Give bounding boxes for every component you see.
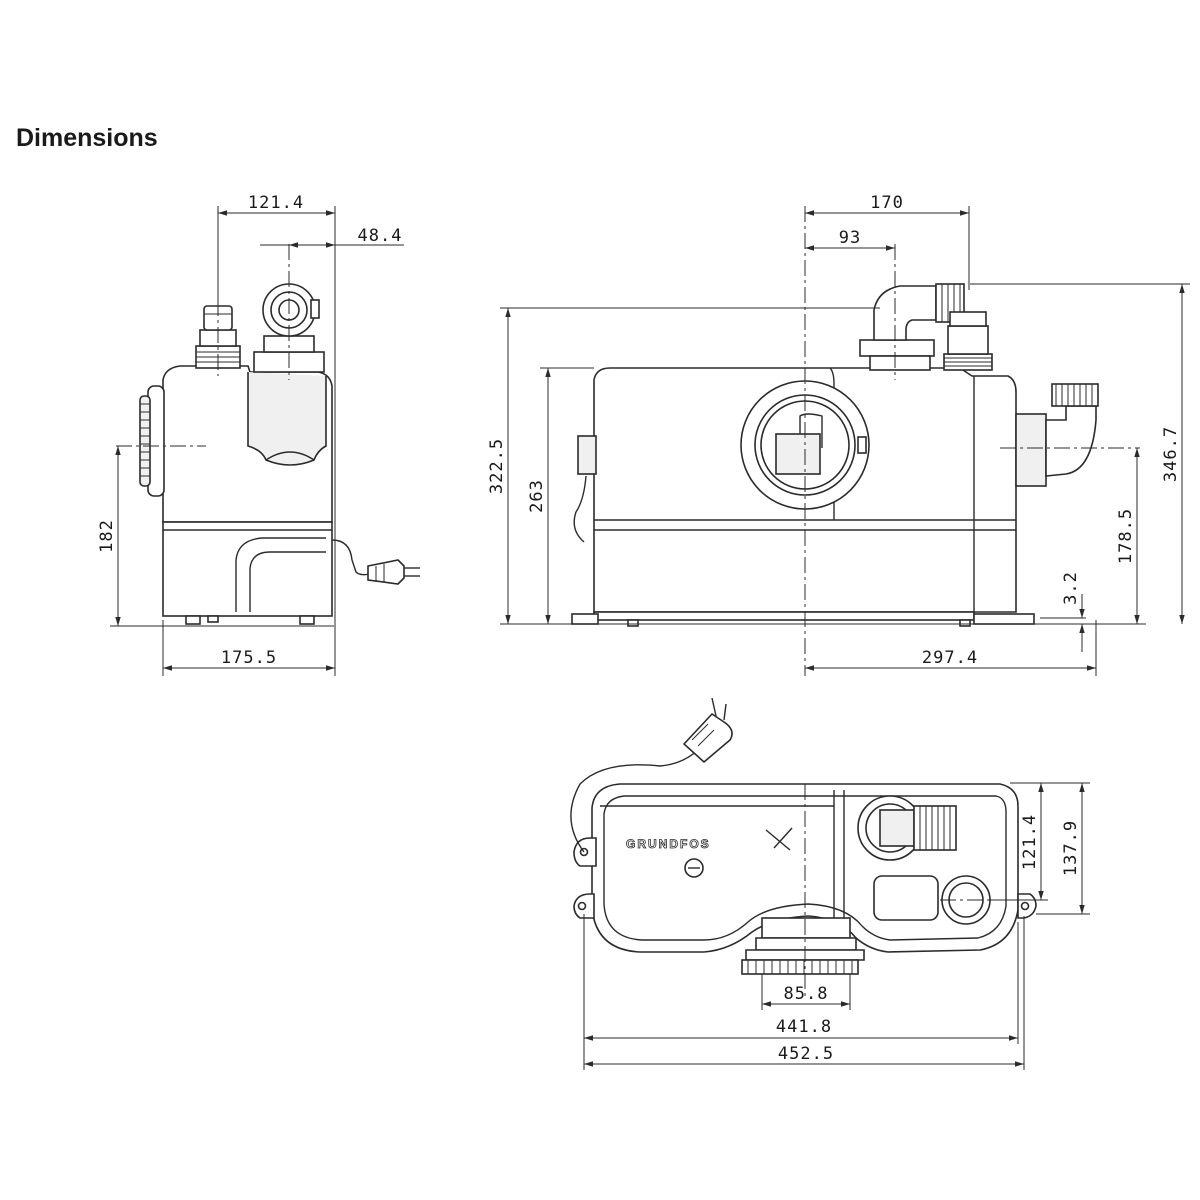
top-view-fixing-hole-left <box>577 901 587 911</box>
dim-side-width-top: 121.4 <box>248 193 304 213</box>
top-view-power-plug <box>682 712 733 764</box>
dim-front-body-height: 263 <box>527 479 547 513</box>
dim-front-inlet-height-right: 178.5 <box>1116 508 1136 564</box>
dim-top-total-length: 452.5 <box>778 1044 834 1064</box>
top-view: GRUNDFOS <box>570 697 1090 1070</box>
side-view-base <box>162 521 333 617</box>
top-view-rect-port <box>873 875 939 921</box>
dim-top-fixing-distance: 441.8 <box>776 1017 832 1037</box>
dim-front-total-height-left: 322.5 <box>487 438 507 494</box>
brand-logo-mark-icon <box>765 827 793 851</box>
dim-front-half-length: 297.4 <box>922 648 978 668</box>
dim-front-foot-height: 3.2 <box>1061 571 1081 605</box>
dim-top-depth-inner: 121.4 <box>1020 814 1040 870</box>
page-title: Dimensions <box>16 124 158 152</box>
dim-front-outlet-height-right: 346.7 <box>1161 426 1181 482</box>
front-view-outlet-elbow <box>873 285 937 341</box>
dim-top-inlet-diameter: 85.8 <box>784 984 829 1004</box>
front-view-outlet-base <box>859 339 935 357</box>
top-view-fixing-hole-right <box>1020 901 1030 911</box>
dim-side-outlet-offset: 48.4 <box>358 226 403 246</box>
top-view-power-cable <box>570 747 701 853</box>
side-view: 121.4 48.4 182 175.5 <box>97 193 420 676</box>
dim-front-span-top: 170 <box>870 193 904 213</box>
side-view-power-plug <box>367 559 405 585</box>
top-view-inlet-thread <box>741 959 859 975</box>
dim-top-depth-outer: 137.9 <box>1061 820 1081 876</box>
top-view-inlet-collar <box>761 917 851 939</box>
side-view-outlet-recess <box>247 372 327 466</box>
brand-logo: GRUNDFOS <box>626 837 711 851</box>
front-view: 170 93 322.5 263 346.7 178.5 3.2 297.4 <box>487 193 1190 676</box>
side-view-power-cable <box>331 539 371 576</box>
dim-front-outlet-center: 93 <box>839 228 861 248</box>
dim-side-base-width: 175.5 <box>221 648 277 668</box>
front-view-side-switch <box>577 435 597 475</box>
dim-side-inlet-height: 182 <box>97 519 117 553</box>
front-view-side-inlet <box>1015 413 1047 487</box>
top-view-outlet-clamp <box>913 805 957 851</box>
